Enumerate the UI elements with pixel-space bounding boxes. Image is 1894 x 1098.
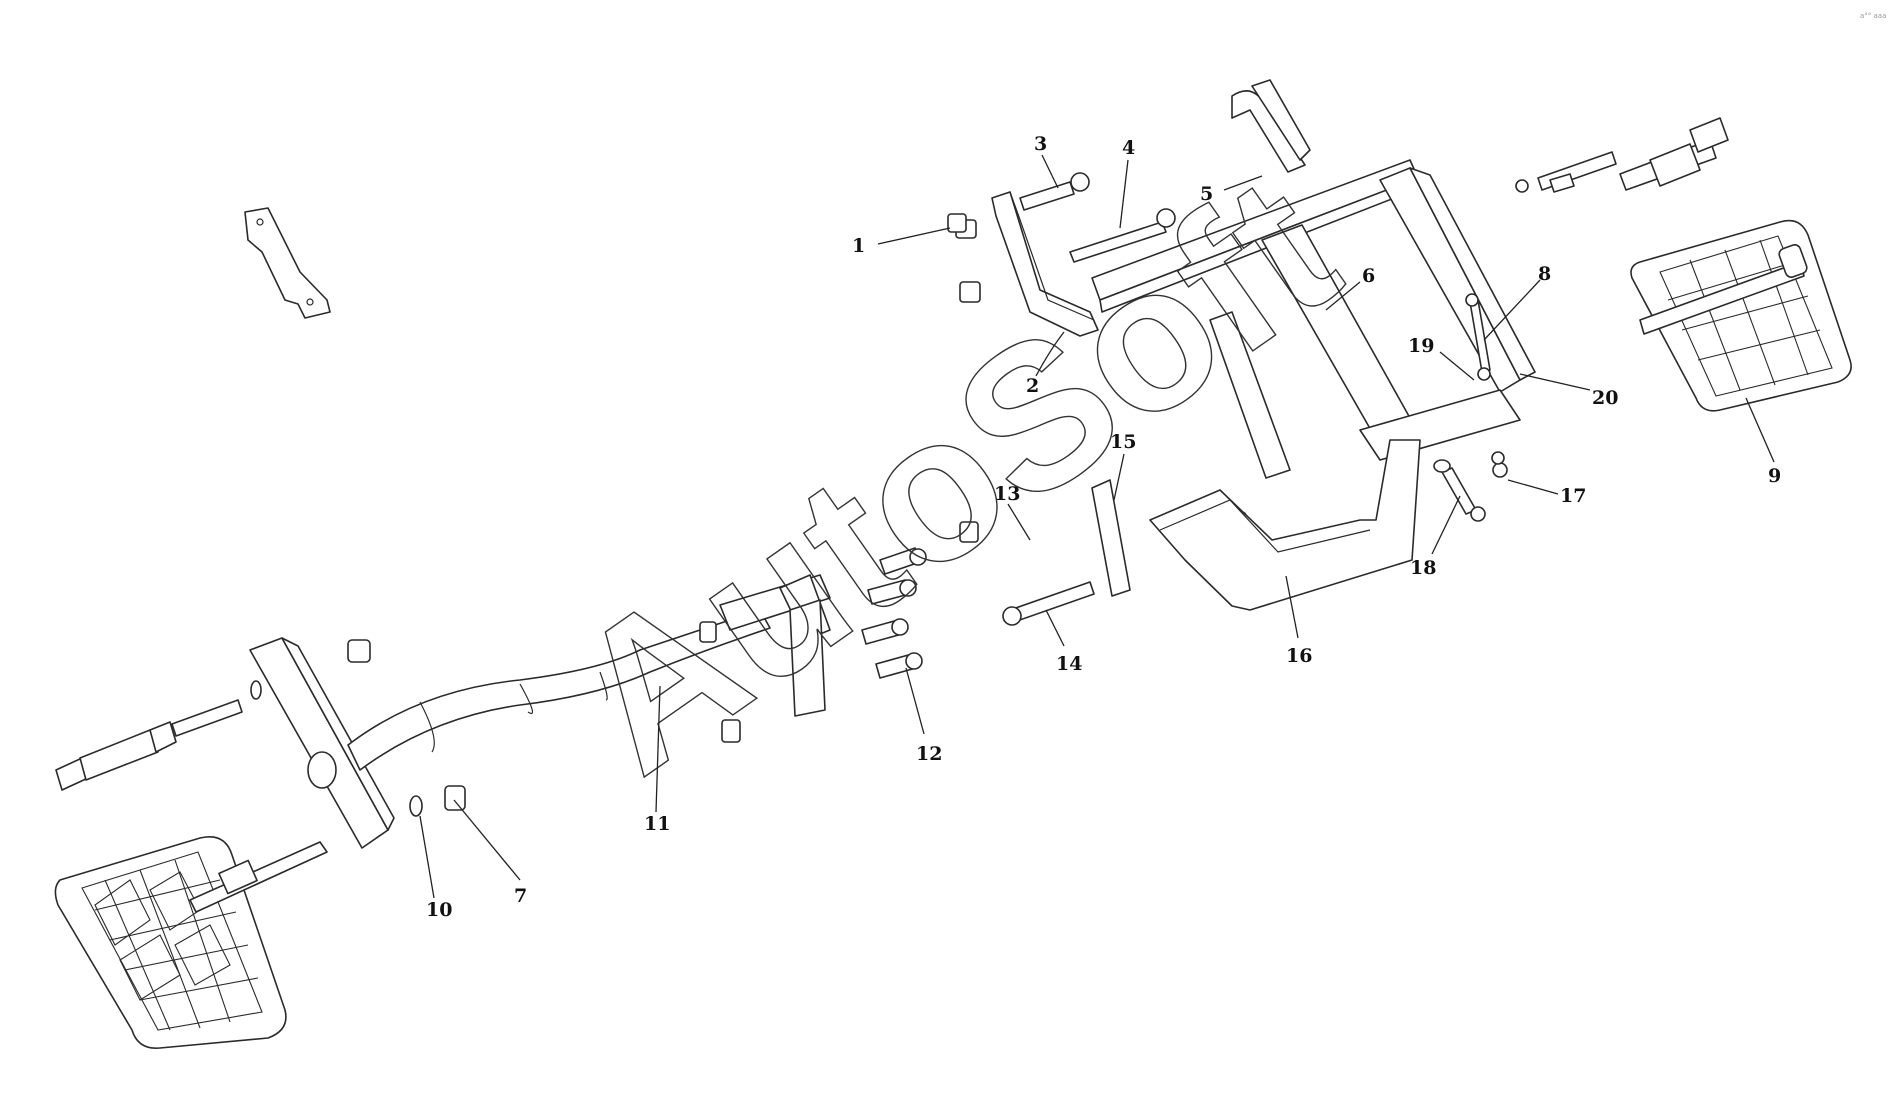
callout-1: 1 [852, 235, 865, 257]
left-footpeg-pin [189, 841, 328, 913]
callout-labels: 1 2 3 4 5 6 7 8 9 10 11 12 13 14 15 16 1… [426, 133, 1781, 921]
callout-3: 3 [1034, 133, 1047, 155]
callout-15: 15 [1110, 431, 1136, 453]
callout-5: 5 [1200, 183, 1213, 205]
bracket-15 [1091, 479, 1131, 597]
callout-7: 7 [514, 885, 527, 907]
right-footpeg [1630, 219, 1852, 412]
bolt-cluster-12 [861, 547, 927, 679]
bracket-16 [1149, 311, 1421, 611]
callout-12: 12 [916, 743, 942, 765]
swing-arm [249, 574, 831, 849]
callout-20: 20 [1592, 387, 1618, 409]
bolt-14 [1002, 581, 1095, 626]
bolt-8 [1465, 293, 1491, 381]
callout-16: 16 [1286, 645, 1312, 667]
bolts-upper [947, 172, 1176, 263]
callout-11: 11 [644, 813, 670, 835]
callout-14: 14 [1056, 653, 1082, 675]
callout-6: 6 [1362, 265, 1375, 287]
callout-17: 17 [1560, 485, 1586, 507]
loose-bracket [244, 207, 331, 319]
callout-19: 19 [1408, 335, 1434, 357]
watermark-text: AutoSoft [534, 132, 1374, 816]
callout-10: 10 [426, 899, 452, 921]
callout-8: 8 [1538, 263, 1551, 285]
callout-18: 18 [1410, 557, 1436, 579]
callout-4: 4 [1122, 137, 1135, 159]
right-pivot-bolt [1515, 117, 1729, 193]
bolt-18 [1433, 451, 1508, 522]
callout-13: 13 [994, 483, 1020, 505]
corner-mark: a°° aaa [1860, 12, 1886, 20]
left-pivot-bolt [55, 699, 243, 791]
leader-lines [419, 154, 1775, 899]
bracket-2 [991, 191, 1099, 337]
callout-2: 2 [1026, 375, 1039, 397]
callout-9: 9 [1768, 465, 1781, 487]
